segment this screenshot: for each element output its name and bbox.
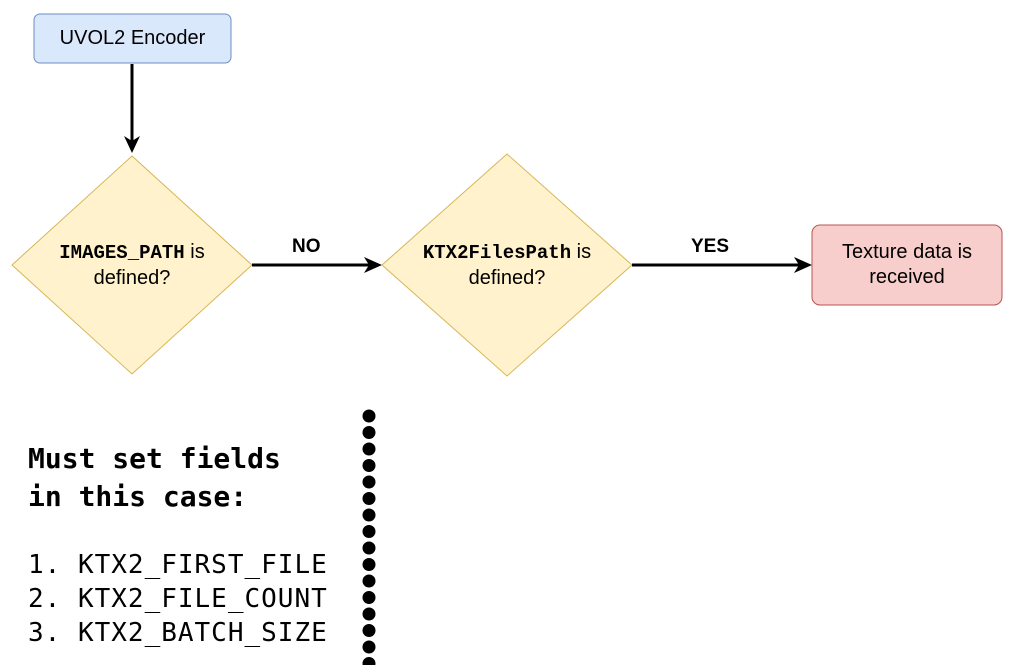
images-path-decision-node[interactable] xyxy=(11,155,253,375)
texture-received-node[interactable] xyxy=(811,224,1003,306)
required-fields-list: 1. KTX2_FIRST_FILE 2. KTX2_FILE_COUNT 3.… xyxy=(28,548,328,650)
encoder-label: UVOL2 Encoder xyxy=(59,27,206,49)
ktx2-text-after: is xyxy=(571,240,592,263)
ktx2-line2: defined? xyxy=(468,266,546,289)
arrowhead-down xyxy=(124,136,140,153)
texture-received-text: Texture data is received xyxy=(812,225,1002,305)
list-item: 1. KTX2_FIRST_FILE xyxy=(28,550,328,580)
images-path-decision-text: IMAGES_PATH is defined? xyxy=(42,225,222,305)
list-item: 3. KTX2_BATCH_SIZE xyxy=(28,618,328,648)
images-path-line2: defined? xyxy=(93,266,171,289)
edge-label-no: NO xyxy=(292,236,321,257)
note-title-line1: Must set fields xyxy=(28,442,281,475)
edge-label-yes: YES xyxy=(691,236,730,257)
note-title-line2: in this case: xyxy=(28,480,248,513)
images-path-code: IMAGES_PATH xyxy=(59,241,185,264)
images-path-text-after: is xyxy=(184,240,205,263)
list-item: 2. KTX2_FILE_COUNT xyxy=(28,584,328,614)
arrowhead-right-yes xyxy=(794,257,812,273)
ktx2-files-path-decision-node[interactable] xyxy=(381,153,633,377)
encoder-node[interactable] xyxy=(33,13,232,64)
arrowhead-right-no xyxy=(364,257,382,273)
ktx2-files-path-code: KTX2FilesPath xyxy=(422,241,572,264)
ktx2-decision-text: KTX2FilesPath is defined? xyxy=(402,225,612,305)
texture-received-line1: Texture data is xyxy=(841,241,973,263)
required-fields-note: Must set fields in this case: 1. KTX2_FI… xyxy=(28,440,328,650)
texture-received-line2: received xyxy=(869,266,945,288)
